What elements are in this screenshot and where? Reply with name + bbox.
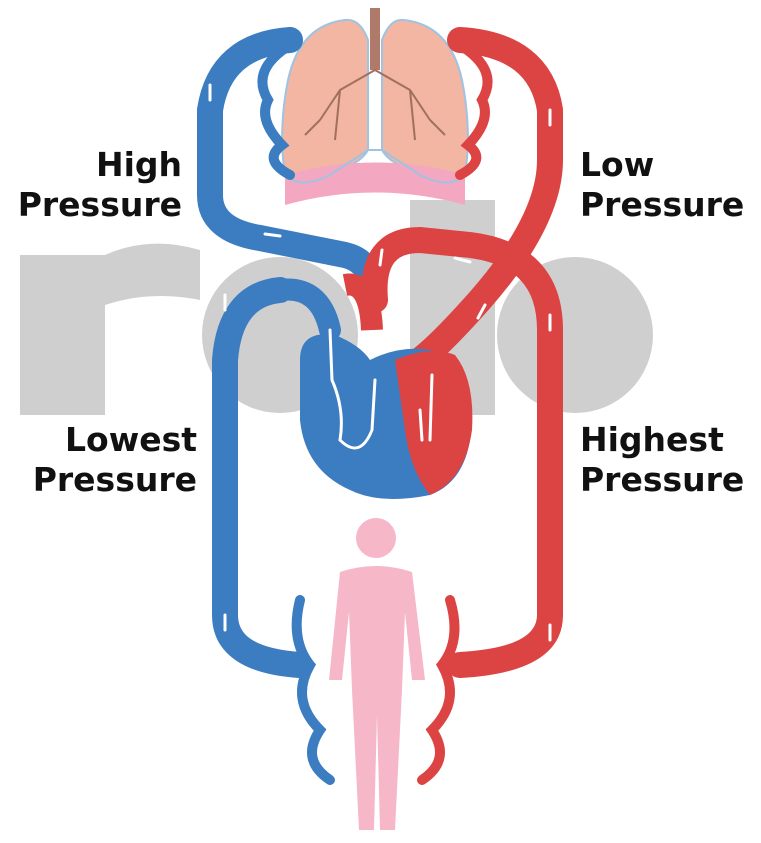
label-line: Highest [580, 420, 755, 460]
label-line: Lowest [10, 420, 197, 460]
label-line: Pressure [10, 460, 197, 500]
label-line: Pressure [580, 460, 755, 500]
label-high-pressure: High Pressure [10, 145, 182, 225]
label-line: Pressure [10, 185, 182, 225]
label-line: Low [580, 145, 755, 185]
label-low-pressure: Low Pressure [580, 145, 755, 225]
label-line: High [10, 145, 182, 185]
label-highest-pressure: Highest Pressure [580, 420, 755, 500]
lungs-illustration [282, 8, 468, 205]
body-silhouette [329, 518, 425, 830]
label-line: Pressure [580, 185, 755, 225]
label-lowest-pressure: Lowest Pressure [10, 420, 197, 500]
